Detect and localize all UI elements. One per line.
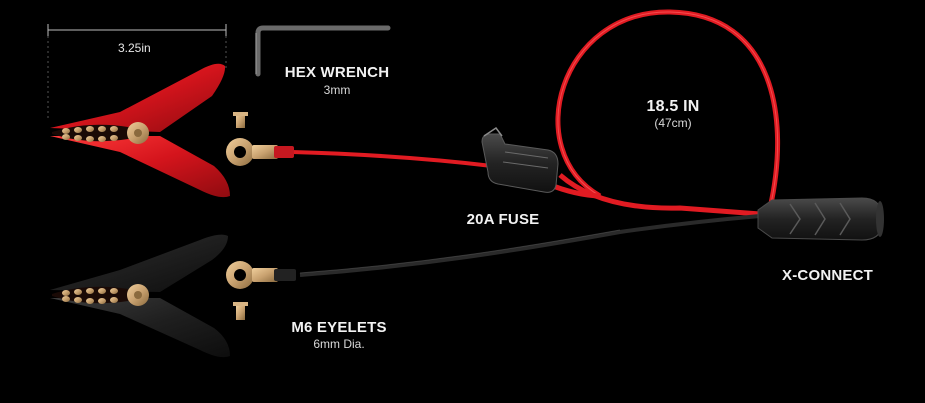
eyelets-title: M6 EYELETS [291,319,387,336]
black-eyelet-nut [233,302,248,320]
red-clamp [50,63,230,198]
black-eyelet [226,261,296,289]
red-cable-loop [555,9,781,217]
black-cable-highlight [299,229,621,274]
x-connect-plug [757,197,884,241]
red-eyelet [226,138,294,166]
clamp-width-label: 3.25in [118,41,151,55]
fuse-title: 20A FUSE [466,211,540,228]
dimension-bracket [47,24,227,120]
cable-length-label: 18.5 IN (47cm) [628,98,718,130]
x-connect-title: X-CONNECT [782,267,873,284]
red-cable [291,150,493,168]
hex-wrench [255,25,391,77]
fuse-holder [481,126,559,193]
black-cable [299,214,761,277]
hex-wrench-label: HEX WRENCH 3mm [282,64,392,97]
fuse-label: 20A FUSE [453,211,553,228]
cable-length-title: 18.5 IN [646,98,700,115]
eyelets-size: 6mm Dia. [313,337,365,351]
red-eyelet-nut [233,112,248,128]
x-connect-label: X-CONNECT [770,267,885,284]
cable-length-metric: (47cm) [654,116,692,130]
black-clamp [50,234,230,358]
eyelets-label: M6 EYELETS 6mm Dia. [284,319,394,351]
hex-wrench-title: HEX WRENCH [284,64,390,81]
hex-wrench-size: 3mm [323,83,351,97]
